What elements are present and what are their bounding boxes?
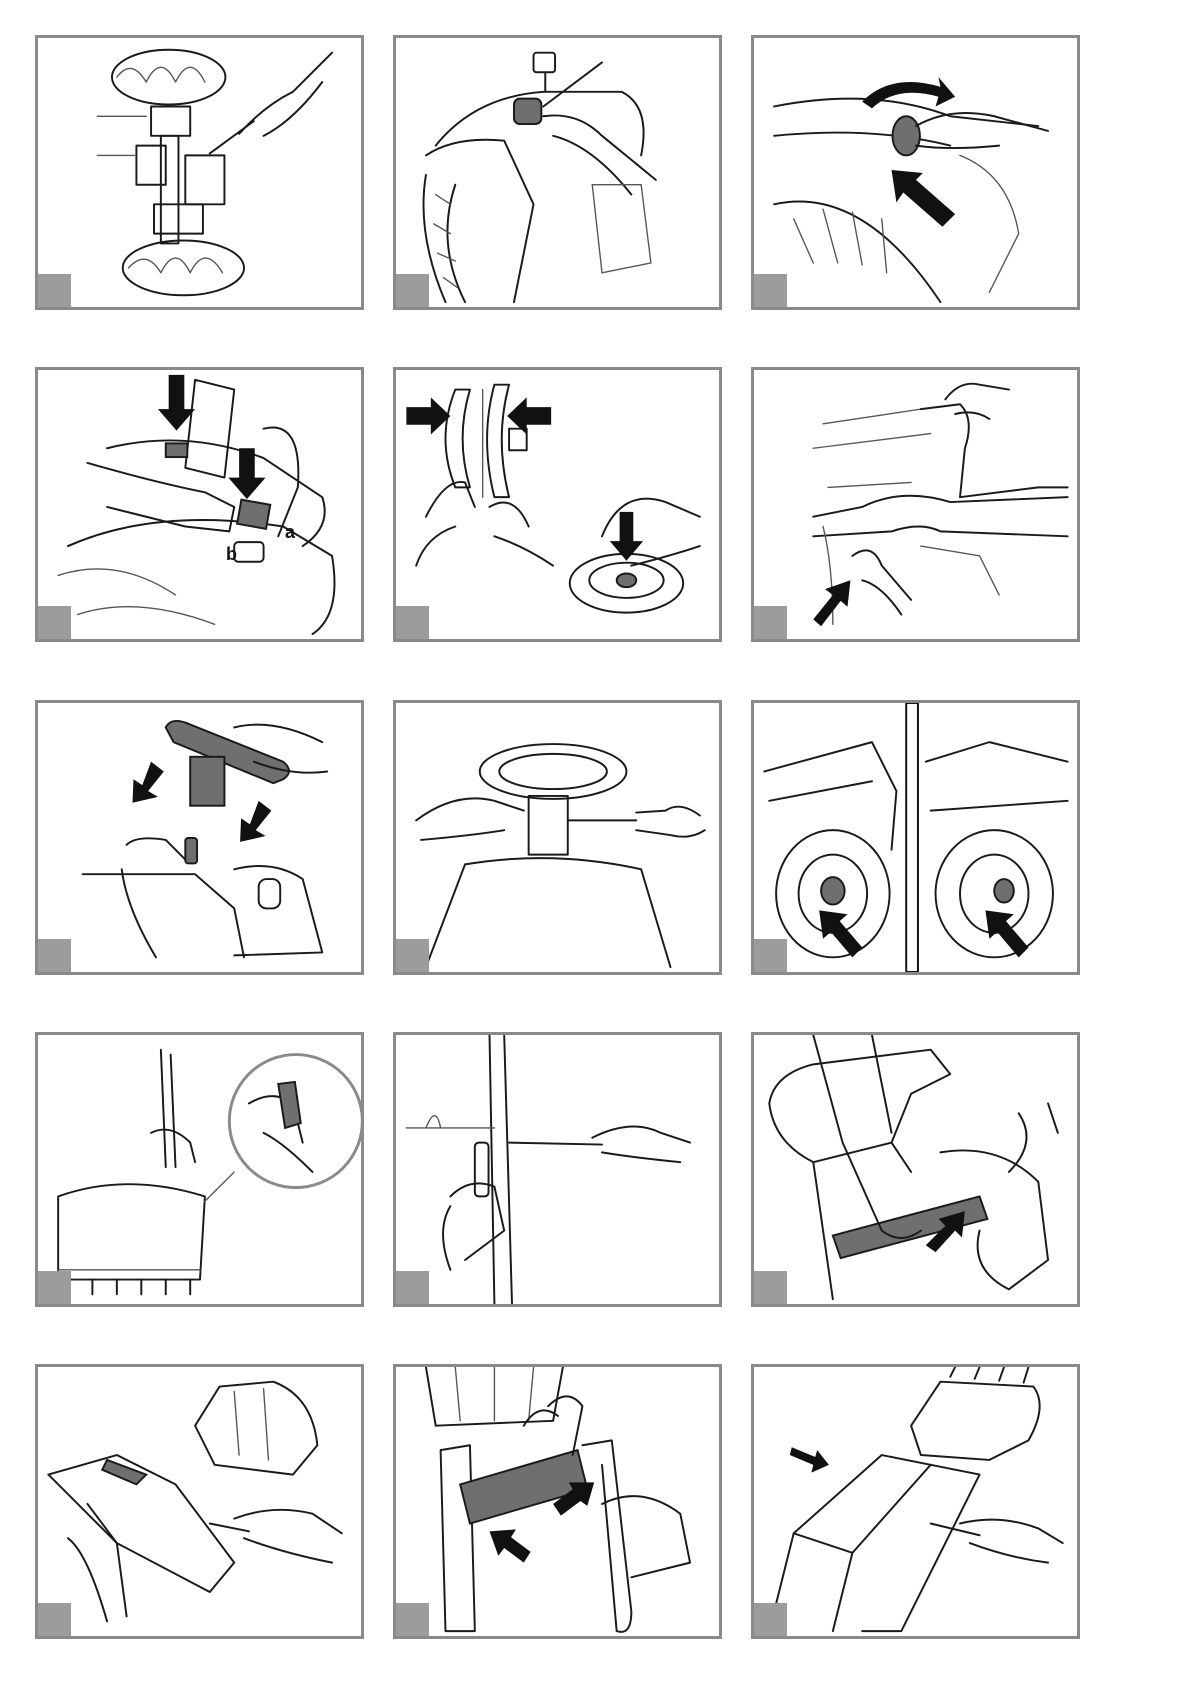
rear-wheel-caps-illustration xyxy=(754,703,1077,972)
step-panel-10 xyxy=(35,1032,364,1307)
steering-column-illustration xyxy=(38,703,361,972)
step-tab xyxy=(396,939,429,972)
label-b: b xyxy=(226,544,237,565)
step-tab xyxy=(754,606,787,639)
bucket-screw-illustration xyxy=(396,1035,719,1304)
step-panel-14 xyxy=(393,1364,722,1639)
step-tab xyxy=(396,1271,429,1304)
loader-bar-insert-illustration xyxy=(754,1035,1077,1304)
seat-tabs-illustration xyxy=(38,370,361,639)
bucket-hinge-illustration xyxy=(38,1035,361,1304)
step-panel-7 xyxy=(35,700,364,975)
loader-arm-screw-illustration xyxy=(38,1367,361,1636)
step-tab xyxy=(38,274,71,307)
step-tab xyxy=(754,1271,787,1304)
step-panel-6 xyxy=(751,367,1080,642)
step-tab xyxy=(754,939,787,972)
step-panel-11 xyxy=(393,1032,722,1307)
step-panel-8 xyxy=(393,700,722,975)
step-panel-2 xyxy=(393,35,722,310)
step-panel-13 xyxy=(35,1364,364,1639)
step-tab xyxy=(38,939,71,972)
step-panel-12 xyxy=(751,1032,1080,1307)
step-tab xyxy=(396,606,429,639)
step-panel-4: b a xyxy=(35,367,364,642)
steering-wheel-halves-illustration xyxy=(396,370,719,639)
step-panel-9 xyxy=(751,700,1080,975)
step-tab xyxy=(38,606,71,639)
step-tab xyxy=(38,1271,71,1304)
fender-cap-illustration xyxy=(396,38,719,307)
loader-bar-push-illustration xyxy=(396,1367,719,1636)
step-panel-1 xyxy=(35,35,364,310)
step-panel-15 xyxy=(751,1364,1080,1639)
step-panel-5 xyxy=(393,367,722,642)
step-tab xyxy=(754,274,787,307)
loader-assembly-screw-illustration xyxy=(754,1367,1077,1636)
label-a: a xyxy=(285,522,295,543)
step-tab xyxy=(396,1603,429,1636)
step-panel-3 xyxy=(751,35,1080,310)
step-tab xyxy=(38,1603,71,1636)
steering-screw-illustration xyxy=(396,703,719,972)
cap-rotate-illustration xyxy=(754,38,1077,307)
wheel-axle-illustration xyxy=(38,38,361,307)
step-tab xyxy=(754,1603,787,1636)
step-tab xyxy=(396,274,429,307)
body-hood-illustration xyxy=(754,370,1077,639)
